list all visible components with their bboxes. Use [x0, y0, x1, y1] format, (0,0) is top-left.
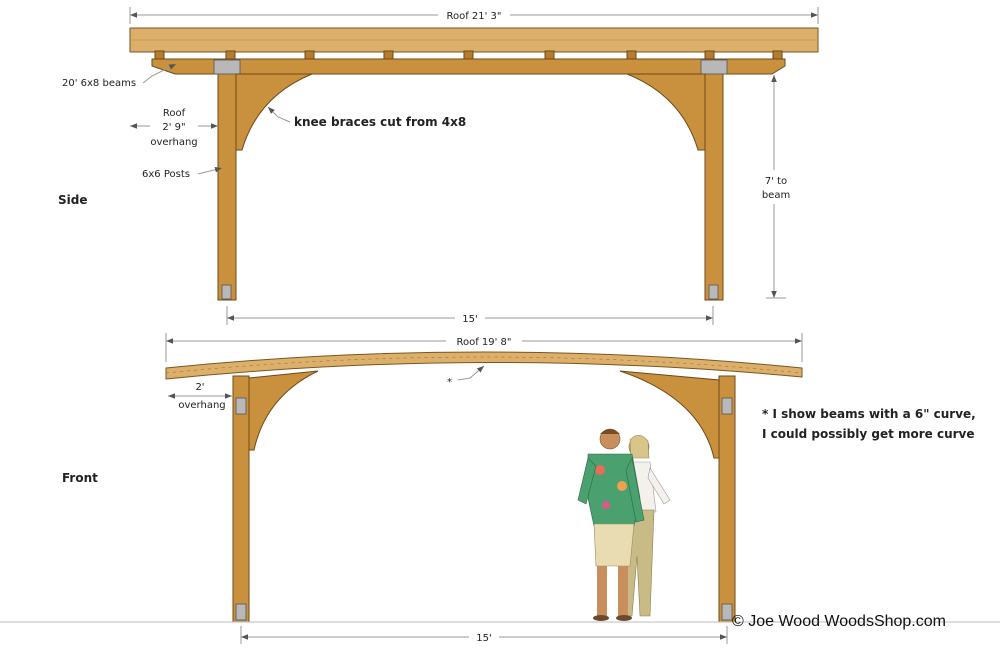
front-post-base-left	[235, 603, 247, 621]
front-roof-dimension: Roof 19' 8"	[456, 337, 511, 348]
side-span-bg	[455, 311, 485, 325]
front-span-bg	[469, 630, 499, 644]
side-post-base-left	[221, 284, 232, 300]
knee-brace-callout: knee braces cut from 4x8	[294, 115, 466, 129]
side-beam	[151, 58, 786, 75]
beams-leader	[142, 63, 177, 84]
height-dim-bg	[758, 170, 794, 204]
height-value: 7' to	[765, 176, 787, 187]
posts-leader	[197, 166, 223, 175]
knee-brace-leader	[267, 106, 291, 123]
front-view: Roof 19' 8" 2' overhang * * I show beams…	[0, 333, 1000, 644]
side-view: Roof 21' 3" 20' 6x8 beams	[58, 7, 819, 325]
side-roof-dim-bg	[438, 8, 510, 22]
side-post-cap-right	[700, 59, 728, 75]
front-curved-roof	[165, 351, 803, 380]
front-overhang-value: 2'	[195, 382, 204, 393]
side-knee-brace-right	[626, 73, 706, 151]
front-view-label: Front	[62, 471, 98, 485]
beams-callout: 20' 6x8 beams	[62, 78, 136, 89]
side-post-base-right	[708, 284, 719, 300]
front-roof-slats	[165, 356, 803, 374]
front-roof-dim-bg	[446, 334, 522, 348]
height-word: beam	[762, 190, 790, 201]
side-view-label: Side	[58, 193, 87, 207]
side-post-right	[704, 65, 724, 301]
front-knee-brace-right	[619, 370, 720, 459]
side-span: 15'	[462, 314, 477, 325]
posts-callout: 6x6 Posts	[142, 169, 190, 180]
side-roof-dimension: Roof 21' 3"	[446, 11, 501, 22]
copyright-text: © Joe Wood WoodsShop.com	[732, 613, 946, 630]
side-rafter-ends	[154, 50, 783, 60]
front-overhang-word: overhang	[178, 400, 225, 411]
front-post-base-right	[721, 603, 733, 621]
front-knee-brace-left	[248, 370, 319, 451]
front-post-cap-left	[235, 397, 247, 415]
front-post-cap-right	[721, 397, 733, 415]
front-span: 15'	[476, 633, 491, 644]
side-post-cap-left	[213, 59, 241, 75]
curve-marker-leader	[457, 365, 485, 381]
side-overhang-title: Roof	[163, 108, 186, 119]
side-overhang-value: 2' 9"	[162, 122, 185, 133]
side-overhang-word: overhang	[150, 137, 197, 148]
curve-note-line2: I could possibly get more curve	[762, 427, 975, 441]
side-post-left	[217, 65, 237, 301]
curve-marker: *	[447, 377, 452, 388]
curve-note-line1: * I show beams with a 6" curve,	[762, 407, 976, 421]
side-knee-brace-left	[235, 73, 313, 151]
scale-figures-icon	[577, 428, 671, 621]
